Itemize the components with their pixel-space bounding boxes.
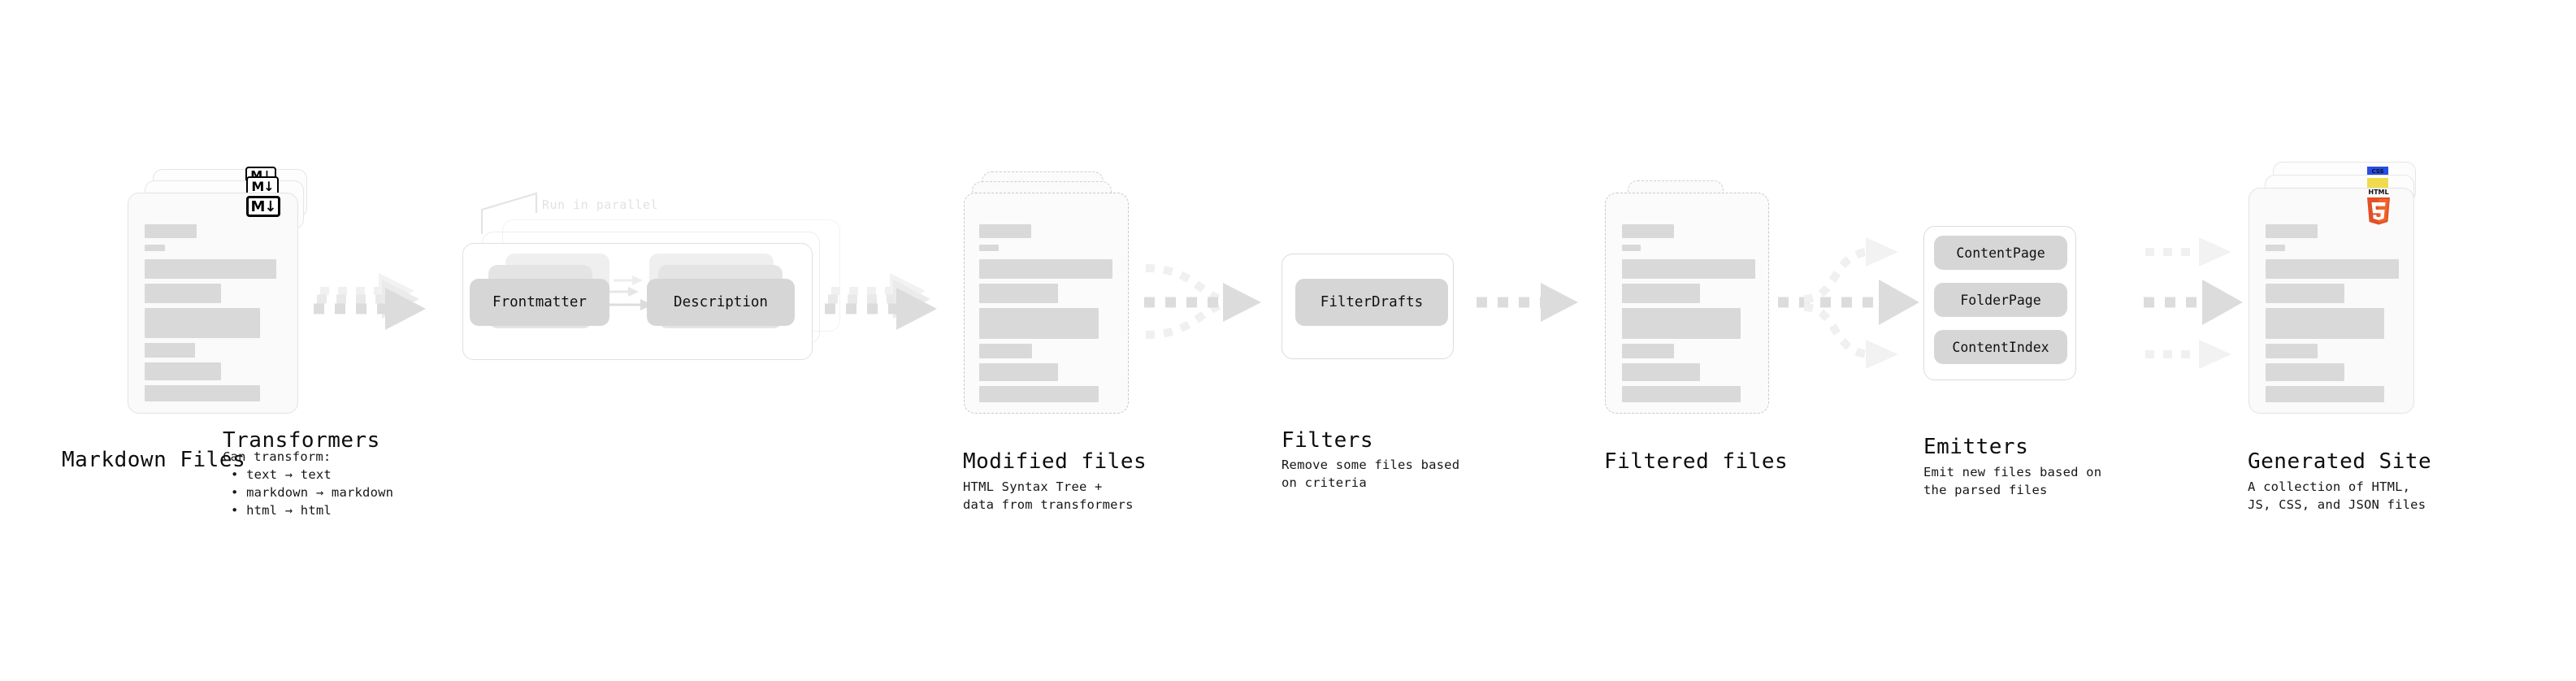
filterdrafts-label: FilterDrafts [1320,294,1424,310]
page-title-emitters: Emitters [1923,435,2029,459]
doc-line [979,259,1112,279]
doc-line [145,284,221,303]
doc-line [145,362,221,380]
doc-line [145,343,195,358]
doc-line [2266,386,2384,402]
transformers-bullet-3: • html → html [231,503,332,518]
page-title-transformers: Transformers [223,428,380,453]
emitter-node-contentindex[interactable]: ContentIndex [1934,330,2067,364]
arrow-modified-to-filters [1144,264,1261,339]
contentpage-label: ContentPage [1956,245,2045,261]
doc-line [979,245,999,251]
transformers-bullet-2: • markdown → markdown [231,485,394,500]
doc-line [2266,284,2344,303]
page-title-markdown-files: Markdown Files [62,448,246,472]
doc-line [979,284,1058,303]
frontmatter-label: Frontmatter [492,294,587,310]
filter-node-filterdrafts[interactable]: FilterDrafts [1295,279,1448,326]
filtered-document [1605,193,1769,414]
modified-files-subtitle: HTML Syntax Tree + data from transformer… [963,479,1134,512]
emitter-node-folderpage[interactable]: FolderPage [1934,283,2067,317]
doc-line [979,344,1032,358]
doc-line [979,363,1058,381]
emitter-node-contentpage[interactable]: ContentPage [1934,236,2067,270]
doc-line [145,259,276,279]
doc-line [979,308,1099,339]
run-in-parallel-label: Run in parallel [542,197,658,212]
doc-line [979,224,1031,238]
doc-line [2266,224,2318,238]
generated-site-subtitle: A collection of HTML, JS, CSS, and JSON … [2248,479,2426,512]
doc-line [1622,245,1641,251]
doc-line [1622,308,1741,339]
css-label: CSS [2371,168,2384,175]
transformers-bullet-1: • text → text [231,467,332,482]
description-label: Description [674,294,768,310]
markdown-document [128,193,298,414]
modified-document [964,193,1129,414]
page-title-filtered-files: Filtered files [1604,449,1789,474]
doc-line [2266,259,2399,279]
svg-text:HTML: HTML [2368,189,2388,196]
page-title-filters: Filters [1281,428,1374,453]
transformers-intro: Can transform: [223,449,332,464]
doc-line [1622,386,1741,402]
doc-line [2266,245,2285,251]
doc-line [1622,363,1700,381]
emitters-subtitle: Emit new files based on the parsed files [1923,465,2102,497]
doc-line [1622,344,1674,358]
html5-icon: HTML [2361,186,2396,228]
filters-subtitle: Remove some files based on criteria [1281,458,1460,490]
transformer-node-frontmatter[interactable]: Frontmatter [470,279,609,326]
doc-line [2266,344,2318,358]
doc-line [1622,284,1700,303]
arrow-transformers-to-modified [825,273,937,330]
arrow-markdown-to-transformers [314,273,426,330]
doc-line [1622,259,1755,279]
doc-line [2266,308,2384,339]
doc-line [979,386,1099,402]
folderpage-label: FolderPage [1960,292,2041,308]
doc-line [2266,363,2344,381]
doc-line [1622,224,1674,238]
markdown-icon: M↓ [246,196,280,217]
doc-line [145,308,260,338]
transformer-node-description[interactable]: Description [647,279,795,326]
arrow-emitters-to-site [2144,237,2243,369]
contentindex-label: ContentIndex [1952,339,2049,355]
doc-line [145,245,165,251]
page-title-modified-files: Modified files [963,449,1147,474]
arrow-filters-to-filtered [1477,283,1578,322]
page-title-generated-site: Generated Site [2248,449,2432,474]
arrow-filtered-to-emitters [1778,237,1919,369]
doc-line [145,385,260,401]
doc-line [145,224,197,238]
generated-site-document [2249,188,2414,414]
